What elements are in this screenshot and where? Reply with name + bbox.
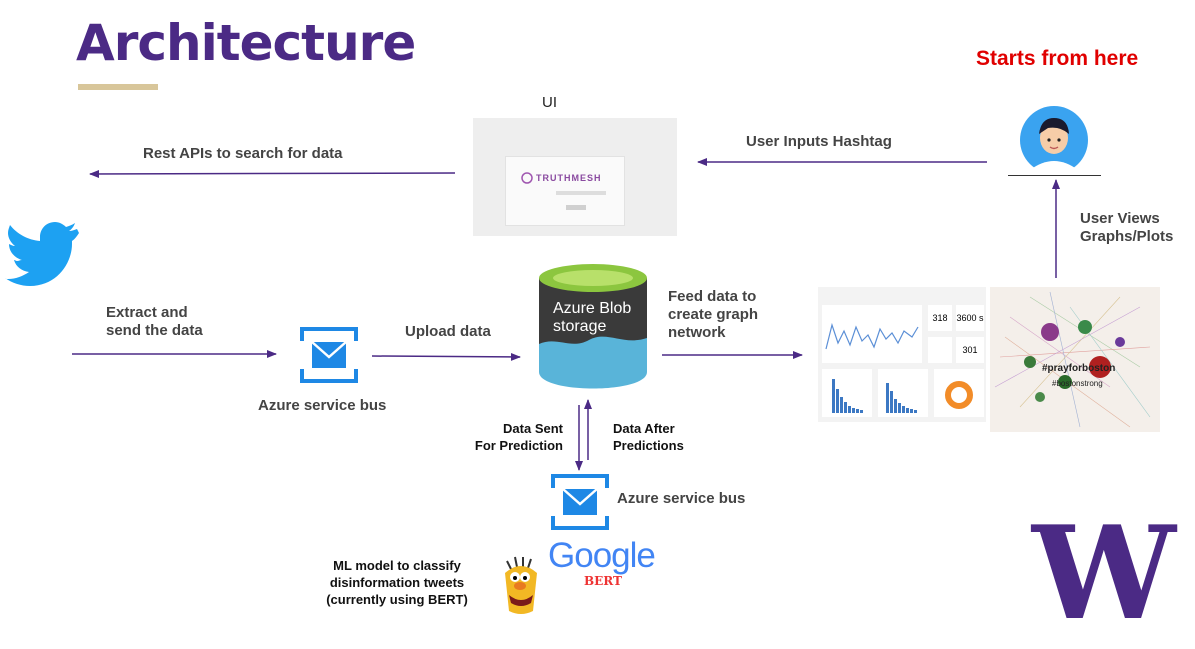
graph-hashtag-1: #prayforboston [1042,363,1115,374]
dashboard-value-2: 3600 s [956,305,984,331]
truthmesh-logo-icon [520,171,534,190]
ui-search-field [556,191,606,195]
ui-search-button [566,205,586,210]
uw-logo: W [1032,499,1176,649]
bert-character-icon [497,555,545,622]
azure-blob-storage-icon [537,262,649,399]
azure-service-bus-icon [300,327,358,388]
ui-login-card: TRUTHMESH [505,156,625,226]
dashboard-line-chart [822,305,922,363]
dashboard-bar-chart-2 [878,369,928,417]
user-avatar [1008,104,1100,176]
bert-logo-text: BERT [584,574,622,588]
twitter-icon [5,220,79,295]
truthmesh-logo: TRUTHMESH [536,173,602,183]
azure-service-bus-label-2: Azure service bus [617,490,746,507]
arrow-rest-apis [89,169,456,178]
azure-service-bus-label-1: Azure service bus [258,397,387,414]
dashboard-value-1: 318 [928,305,952,331]
title-underline [78,84,158,90]
user-inputs-label: User Inputs Hashtag [746,133,892,150]
upload-data-label: Upload data [405,323,491,340]
dashboard-bar-chart-1 [822,369,872,417]
ui-screenshot: TRUTHMESH [473,118,677,236]
page-title: Architecture [76,14,416,72]
avatar-baseline [1008,175,1101,176]
rest-apis-label: Rest APIs to search for data [143,145,343,162]
starts-from-here-label: Starts from here [976,47,1139,70]
dashboard-value-3: 301 [956,337,984,363]
network-graph-image: #prayforboston #bostonstrong [990,287,1160,432]
graph-hashtag-2: #bostonstrong [1052,379,1103,388]
ui-label: UI [542,94,557,111]
dashboard-donut-chart [934,369,984,417]
dashboard-label-box [928,337,952,363]
dashboard-screenshot: 318 3600 s 301 [818,287,986,422]
arrow-upload [371,352,521,361]
azure-service-bus-icon-2 [551,474,609,535]
google-logo: Google [548,536,656,575]
